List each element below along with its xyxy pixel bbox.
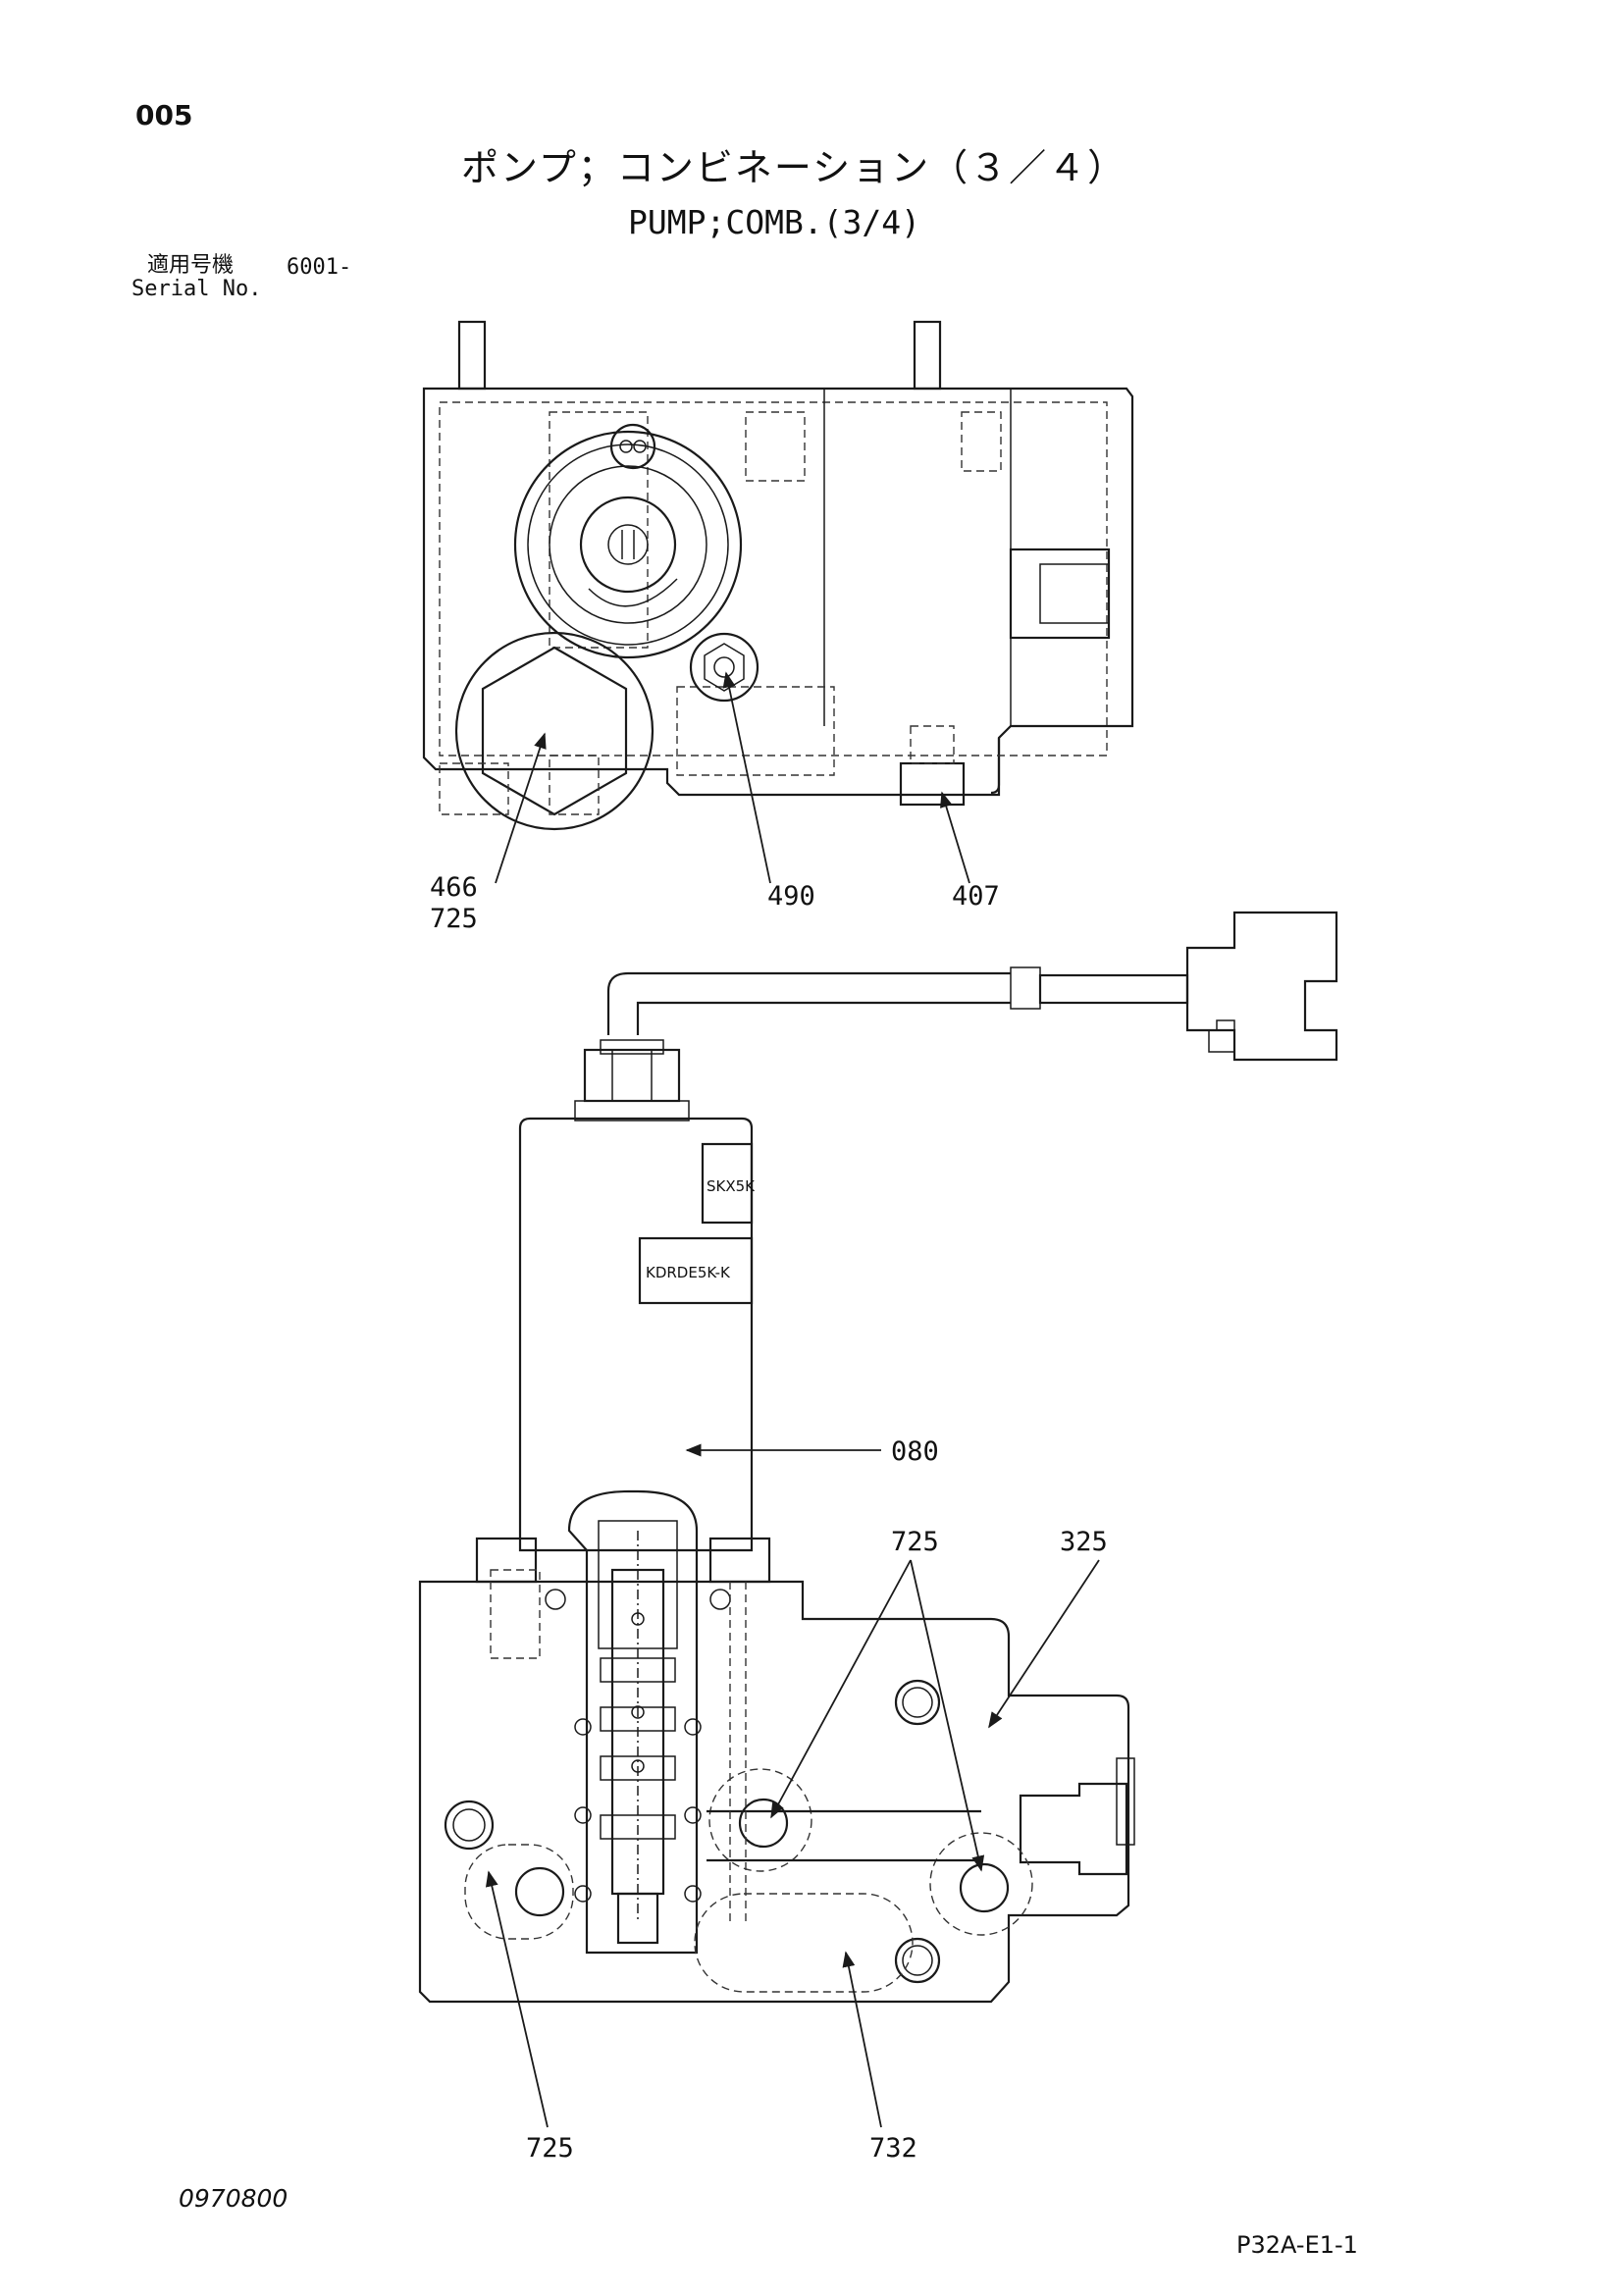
nameplate-model: SKX5K <box>707 1177 756 1195</box>
nameplate-code: KDRDE5K-K <box>646 1264 731 1281</box>
callout-732: 732 <box>869 2133 917 2164</box>
page-code: P32A-E1-1 <box>1236 2231 1358 2259</box>
serial-number-value: 6001- <box>287 255 352 280</box>
page-number: 005 <box>135 99 193 131</box>
serial-label-english: Serial No. <box>131 277 262 301</box>
solenoid-assembly: SKX5K KDRDE5K-K <box>518 911 1338 1552</box>
callout-725-mid: 725 <box>891 1527 939 1557</box>
callout-725-bottom: 725 <box>526 2133 574 2164</box>
leader-lines <box>485 671 1100 2128</box>
callout-407: 407 <box>952 881 1000 912</box>
document-code: 0970800 <box>179 2184 288 2213</box>
valve-body-front-view <box>418 1489 1135 2004</box>
valve-block-top-view <box>422 320 1134 831</box>
callout-325: 325 <box>1060 1527 1108 1557</box>
callout-080: 080 <box>891 1436 939 1467</box>
callout-490: 490 <box>767 881 815 912</box>
callout-466: 466 <box>430 872 478 903</box>
page-title-english: PUMP;COMB.(3/4) <box>628 203 921 241</box>
callout-725-top: 725 <box>430 904 478 934</box>
page-title-japanese: ポンプ；コンビネーション（３／４） <box>461 146 1127 189</box>
serial-label-japanese: 適用号機 <box>147 253 235 278</box>
